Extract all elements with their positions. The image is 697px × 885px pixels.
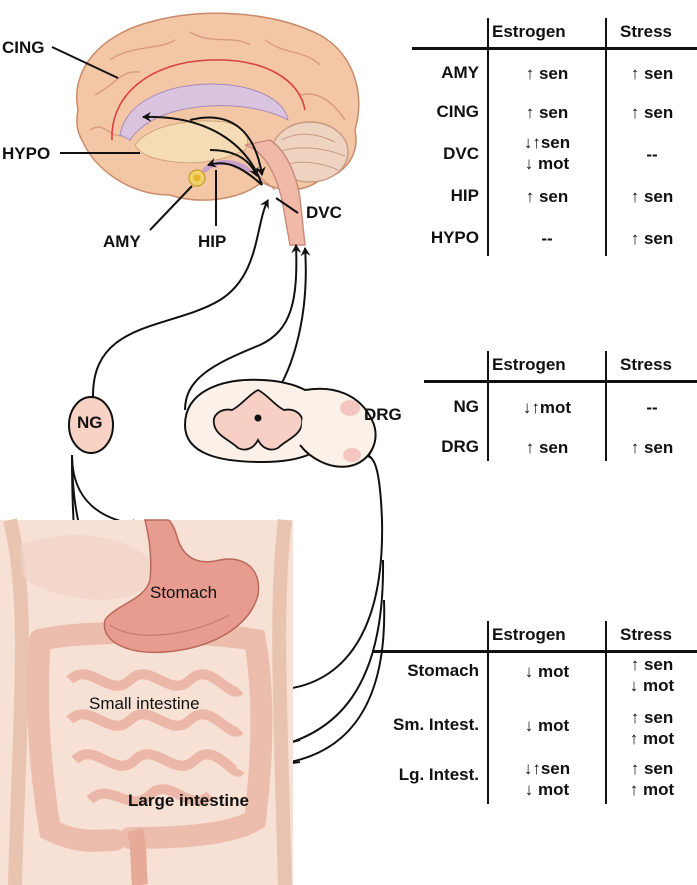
- brain-table-cell-estrogen: ↑ sen: [525, 187, 569, 206]
- gut-table-cell-estrogen: ↓ mot: [524, 716, 570, 735]
- label-stomach: Stomach: [150, 583, 218, 602]
- ganglia-table-header-estrogen: Estrogen: [492, 355, 566, 374]
- gut-table-row-label: Stomach: [407, 661, 479, 680]
- ganglia-table-cell-estrogen: ↓↑mot: [522, 398, 572, 417]
- brain-table-cell-stress: ↑ sen: [630, 103, 674, 122]
- label-large-intestine: Large intestine: [128, 791, 249, 810]
- gut-table-cell-estrogen: ↓ mot: [524, 662, 570, 681]
- gut-table-header-stress: Stress: [620, 625, 672, 644]
- brain-table-cell-estrogen: ↑ sen: [525, 103, 569, 122]
- brain-table-header-stress: Stress: [620, 22, 672, 41]
- ganglia-table: Estrogen Stress NG ↓↑mot -- DRG ↑ sen ↑ …: [424, 351, 697, 463]
- spinal-cord-illustration: [183, 378, 377, 468]
- ganglia-table-row-label: DRG: [441, 437, 479, 456]
- label-hypo: HYPO: [2, 144, 51, 163]
- gut-table-divider-2: [605, 621, 607, 804]
- ganglia-table-cell-stress: --: [646, 398, 658, 417]
- gut-table-header-estrogen: Estrogen: [492, 625, 566, 644]
- ganglia-table-row-label: NG: [453, 397, 480, 416]
- ganglia-table-divider-1: [487, 351, 489, 461]
- ng-oval: [68, 396, 114, 454]
- brain-table-cell-stress: --: [646, 145, 658, 164]
- brain-table: Estrogen Stress AMY ↑ sen ↑ sen CING ↑ s…: [412, 18, 697, 258]
- ganglia-table-cell-estrogen: ↑ sen: [525, 438, 569, 457]
- brain-table-cell-estrogen: ↓↑sen ↓ mot: [523, 133, 571, 173]
- brain-table-cell-stress: ↑ sen: [630, 187, 674, 206]
- brain-table-row-label: AMY: [441, 63, 479, 82]
- brain-table-row-label: HYPO: [430, 228, 479, 247]
- label-cing: CING: [2, 38, 45, 57]
- brain-illustration: [76, 12, 360, 246]
- gut-table: Estrogen Stress Stomach ↓ mot ↑ sen ↓ mo…: [372, 621, 697, 806]
- gut-table-cell-stress: ↑ sen ↑ mot: [629, 708, 675, 748]
- brain-table-header-estrogen: Estrogen: [492, 22, 566, 41]
- brain-table-divider-1: [487, 18, 489, 256]
- ganglia-table-header-stress: Stress: [620, 355, 672, 374]
- gut-table-row-label: Sm. Intest.: [393, 715, 479, 734]
- gut-table-cell-stress: ↑ sen ↓ mot: [629, 655, 675, 695]
- ganglia-table-divider-2: [605, 351, 607, 461]
- brain-table-rule: [412, 47, 697, 50]
- ganglia-table-rule: [424, 380, 697, 383]
- torso-illustration: [0, 518, 293, 885]
- label-dvc: DVC: [306, 203, 342, 222]
- label-amy: AMY: [103, 232, 141, 251]
- brain-table-row-label: CING: [436, 102, 480, 121]
- label-hip: HIP: [198, 232, 227, 251]
- brain-table-row-label: DVC: [443, 144, 479, 163]
- brain-table-cell-stress: ↑ sen: [630, 229, 674, 248]
- ganglia-table-cell-stress: ↑ sen: [630, 438, 674, 457]
- brain-leader-lines: [51, 46, 299, 231]
- brain-table-divider-2: [605, 18, 607, 256]
- label-ng: NG: [77, 413, 103, 432]
- gut-table-cell-estrogen: ↓↑sen ↓ mot: [523, 759, 571, 799]
- brain-table-cell-estrogen: --: [541, 229, 553, 248]
- label-drg: DRG: [364, 405, 402, 424]
- gut-table-divider-1: [487, 621, 489, 804]
- gut-table-cell-stress: ↑ sen ↑ mot: [629, 759, 675, 799]
- label-small-intestine: Small intestine: [89, 694, 200, 713]
- brain-table-cell-estrogen: ↑ sen: [525, 64, 569, 83]
- brain-arrows: [142, 111, 266, 186]
- brain-table-row-label: HIP: [450, 186, 479, 205]
- gut-table-row-label: Lg. Intest.: [398, 765, 479, 784]
- brain-table-cell-stress: ↑ sen: [630, 64, 674, 83]
- gut-table-rule: [372, 650, 697, 653]
